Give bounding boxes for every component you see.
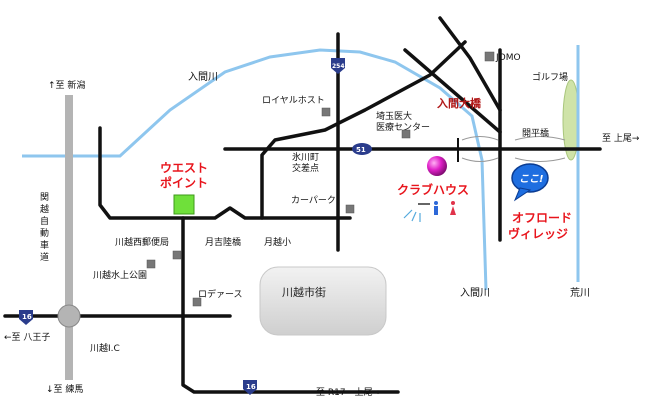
road-irumaohashi	[403, 48, 502, 134]
rodeos-marker	[192, 297, 202, 307]
label-here: ここ!	[519, 174, 544, 185]
label-royal-host: ロイヤルホスト	[262, 95, 325, 106]
label-to-hachioji: ←至 八王子	[4, 332, 50, 343]
label-jomo: JOMO	[495, 53, 521, 63]
medical-center-marker	[401, 129, 411, 139]
label-kaihei-bridge: 開平橋	[522, 127, 549, 139]
post-office-marker	[172, 250, 182, 260]
label-golf-course: ゴルフ場	[532, 71, 568, 83]
here-bubble	[511, 163, 549, 202]
water-park-marker	[146, 259, 156, 269]
label-to-nerima: ↓至 練馬	[46, 383, 83, 395]
label-to-r17-ageo: 至 R17・上尾→	[316, 387, 381, 398]
label-iruma-river-top: 入間川	[188, 71, 218, 83]
label-to-ageo-right: 至 上尾→	[602, 133, 640, 144]
label-iruma-river-bottom: 入間川	[460, 287, 490, 299]
route-51-shield	[352, 143, 372, 155]
route-16-left-shield	[19, 310, 33, 325]
route-16-bottom-shield	[243, 380, 257, 395]
label-club-house: クラブハウス	[397, 182, 469, 197]
road-jomo-north	[438, 16, 502, 112]
road-west-loop	[98, 126, 352, 220]
bridge-mark-irumaohashi	[461, 136, 499, 162]
carpark-marker	[345, 204, 355, 214]
label-carpark: カーパーク	[291, 195, 336, 206]
kawagoe-ic-marker	[57, 304, 81, 328]
royal-host-marker	[321, 107, 331, 117]
bridge-mark-kaihei	[514, 136, 566, 162]
label-arakawa: 荒川	[570, 287, 590, 299]
label-kawagoe-water-park: 川越水上公園	[93, 269, 147, 281]
label-kawagoe-city: 川越市街	[282, 285, 326, 299]
label-saitama-med-1: 埼玉医大	[376, 110, 412, 122]
road-hikawa	[260, 40, 467, 220]
kawagoe-city-area	[259, 266, 387, 336]
route-16-left-number: 16	[22, 313, 32, 321]
route-254-number: 254	[332, 63, 345, 70]
label-kawagoe-ic: 川越I.C	[90, 342, 120, 354]
label-offroad-2: ヴィレッジ	[508, 226, 568, 241]
label-tsukiyoshi-bridge: 月吉陸橋	[205, 236, 241, 248]
label-rodeos: ロデァース	[198, 288, 243, 300]
restroom-woman-icon	[450, 201, 456, 215]
label-offroad-1: オフロード	[512, 211, 572, 225]
shower-icon	[403, 203, 430, 222]
label-kanetsu-expressway: 関越自動車道	[40, 192, 49, 263]
label-hikawacho-2: 交差点	[292, 162, 319, 174]
road-south-west	[181, 216, 400, 394]
club-house-marker	[427, 156, 447, 176]
iruma-river	[22, 48, 488, 291]
route-254-shield	[331, 58, 345, 74]
jomo-marker	[484, 51, 495, 62]
label-iruma-ohashi: 入間大橋	[437, 96, 482, 110]
label-tsukigoe-school: 月越小	[264, 236, 291, 248]
label-west-point-2: ポイント	[160, 175, 208, 190]
label-west-point-1: ウエスト	[160, 161, 208, 175]
label-saitama-med-2: 医療センター	[376, 121, 430, 133]
label-hikawacho-1: 氷川町	[292, 151, 319, 163]
route-16-bottom-number: 16	[246, 383, 256, 391]
label-kawagoe-west-post: 川越西郵便局	[115, 236, 169, 248]
restroom-man-icon	[434, 201, 438, 215]
west-point-marker	[173, 194, 195, 215]
label-north-niigata: ↑至 新潟	[48, 79, 85, 91]
route-51-number: 51	[356, 146, 366, 154]
